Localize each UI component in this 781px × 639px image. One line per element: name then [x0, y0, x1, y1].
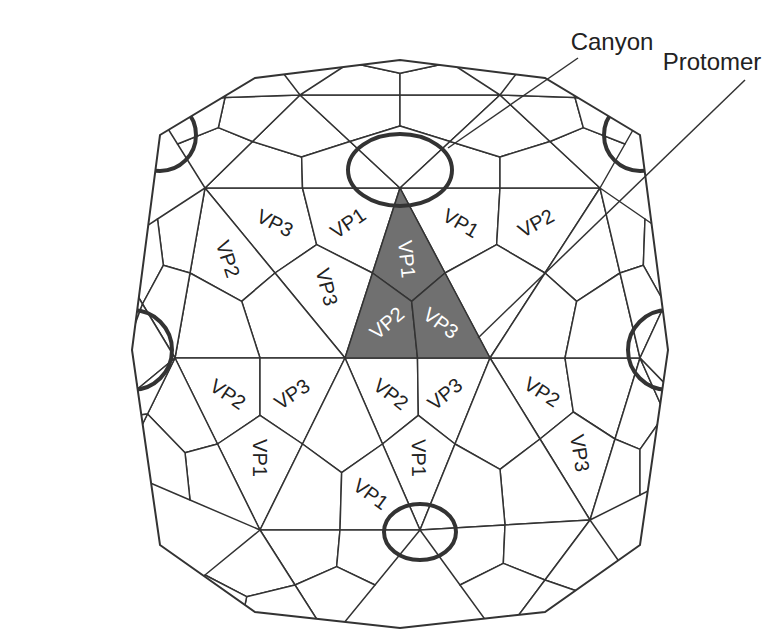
capsid-subunit	[200, 30, 275, 75]
protein-label: VP1	[395, 239, 419, 279]
capsid-subunit	[545, 520, 625, 593]
canyon-ring	[348, 134, 452, 206]
protein-label: VP1	[250, 439, 270, 477]
capsid-subunit	[120, 414, 190, 500]
capsid-subunit	[420, 444, 505, 530]
capsid-subunit	[150, 98, 225, 145]
capsid-subunit	[670, 335, 700, 420]
capsid-subunit	[150, 575, 247, 630]
capsid-subunit	[600, 188, 645, 273]
capsid-subunit	[225, 63, 300, 98]
canyon-rings	[92, 99, 708, 560]
capsid-subunit	[260, 444, 342, 530]
capsid-subunit	[670, 389, 700, 445]
protomer-subunit	[345, 273, 418, 358]
leader-line	[448, 58, 578, 148]
leader-line	[478, 80, 745, 338]
capsid-subunit	[500, 95, 583, 142]
callout-label: Protomer	[663, 50, 762, 74]
capsid-subunit	[100, 389, 138, 445]
capsid-subunit	[158, 188, 206, 273]
protein-label: VP3	[567, 432, 593, 472]
canyon-ring	[384, 504, 456, 560]
callout-label: Canyon	[571, 30, 654, 54]
capsid-subunit	[218, 95, 300, 142]
capsid-faces	[100, 30, 700, 639]
protomer-subunit	[412, 273, 490, 358]
capsid-subunit	[665, 414, 695, 470]
capsid-subunit	[490, 273, 577, 358]
capsid-subunit	[640, 414, 690, 495]
capsid-subunit	[500, 580, 583, 639]
capsid-subunit	[665, 250, 695, 343]
capsid-outline	[132, 60, 668, 628]
capsid-subunit	[567, 65, 650, 100]
capsid-subunit	[575, 98, 650, 145]
capsid-subunit	[590, 439, 640, 520]
capsid-subunit	[150, 65, 233, 100]
capsid-subunit	[185, 444, 260, 530]
capsid-subunit	[350, 30, 450, 73]
protein-label: VP1	[409, 439, 430, 477]
